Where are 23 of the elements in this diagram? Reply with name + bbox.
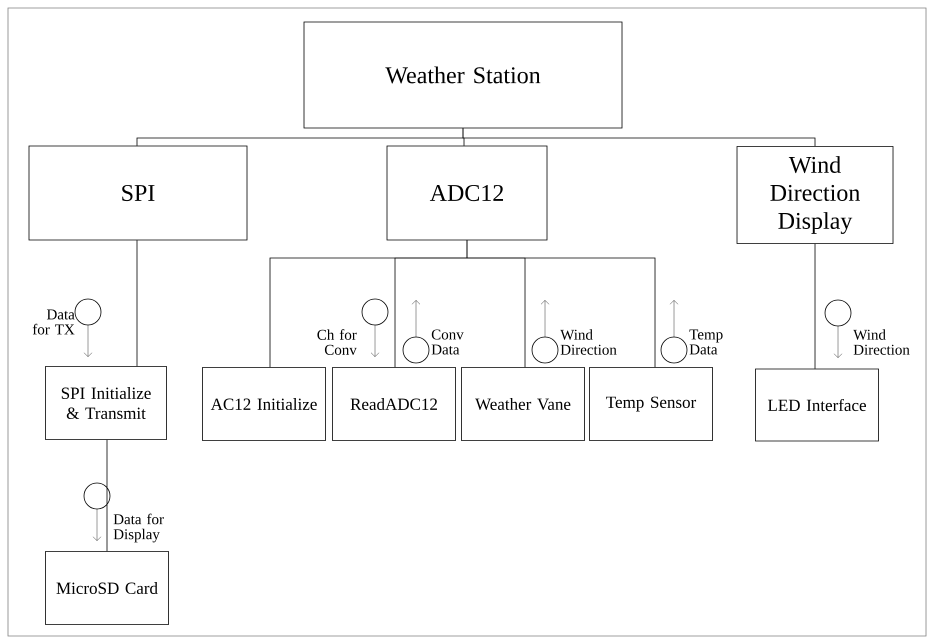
module-box: MicroSD Card xyxy=(45,551,169,625)
module-box: SPI Initialize & Transmit xyxy=(45,366,167,440)
module-box: ADC12 xyxy=(386,146,548,240)
module-box: Weather Station xyxy=(304,22,622,128)
couple-label: Wind Direction xyxy=(853,329,910,355)
couple-label: Wind Direction xyxy=(560,329,617,355)
connector-line xyxy=(136,240,138,366)
couple-label: Conv Data xyxy=(432,329,464,355)
connector-line xyxy=(814,244,816,369)
couple-label: Temp Data xyxy=(689,330,723,354)
module-box: SPI xyxy=(28,146,248,240)
module-box: ReadADC12 xyxy=(332,367,456,441)
connector-line xyxy=(462,128,816,146)
module-box: Temp Sensor xyxy=(589,367,713,441)
module-box: AC12 Initialize xyxy=(202,367,326,441)
couple-label: Data for TX xyxy=(32,310,75,334)
couple-label: Data for Display xyxy=(114,514,164,542)
connector-line xyxy=(466,240,656,368)
connector-line xyxy=(106,440,108,552)
module-box: Weather Vane xyxy=(461,367,585,441)
module-box: Wind Direction Display xyxy=(736,146,894,244)
couple-label: Ch for Conv xyxy=(317,329,357,355)
module-box: LED Interface xyxy=(755,368,879,442)
